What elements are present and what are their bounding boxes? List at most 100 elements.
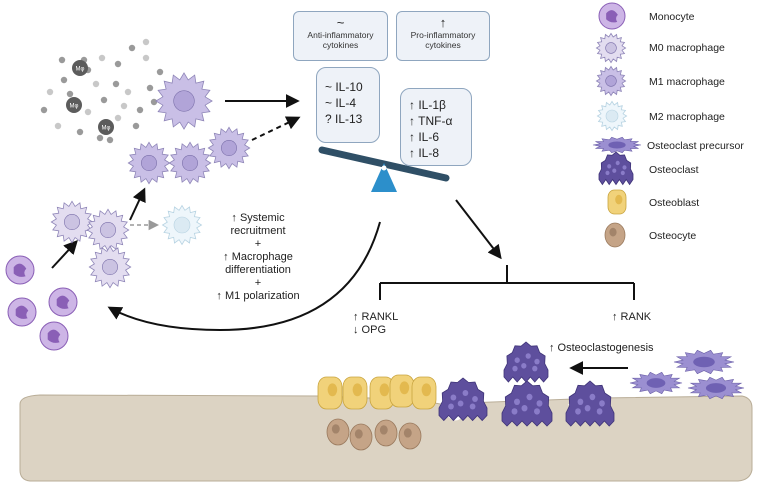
osteoblast	[389, 374, 415, 408]
pro-cytokine-item: ↑ IL-1β	[409, 98, 446, 112]
monocyte-icon	[598, 2, 626, 30]
particle	[66, 90, 74, 98]
particle	[106, 136, 114, 144]
osteoclast	[565, 380, 615, 427]
particle	[58, 56, 66, 64]
rankl-label: ↑ RANKL	[353, 311, 399, 323]
circulating-monocyte: Mφ	[98, 119, 114, 135]
pro-cytokine-item: ↑ IL-6	[409, 130, 440, 144]
legend-label-osteoblast: Osteoblast	[649, 197, 700, 209]
m0-macrophage	[50, 200, 94, 244]
circulating-monocyte: Mφ	[66, 97, 82, 113]
m1-macrophage-icon	[595, 65, 627, 97]
anti-symbol: ~	[336, 15, 345, 30]
effect-line: ↑ Systemic	[231, 212, 285, 224]
particle	[40, 106, 48, 114]
osteoblast	[411, 376, 437, 410]
osteoclast-icon	[598, 151, 634, 186]
legend-label-m2: M2 macrophage	[649, 111, 725, 123]
monocyte-symbol: Mφ	[70, 104, 79, 110]
monocyte-symbol: Mφ	[76, 67, 85, 73]
anti-cytokine-item: ~ IL-4	[325, 96, 357, 110]
osteoclast-precursor	[687, 376, 745, 400]
arrow-to-bone-effects	[455, 199, 502, 260]
effect-plus: +	[254, 277, 262, 289]
particle	[112, 80, 120, 88]
legend-label-m0: M0 macrophage	[649, 42, 725, 54]
anti-cytokine-item: ? IL-13	[325, 112, 363, 126]
m1-macrophage	[207, 126, 251, 170]
particle	[146, 84, 154, 92]
m1-macrophage	[155, 72, 213, 130]
m0-macrophage	[86, 208, 130, 252]
osteocyte	[398, 422, 422, 450]
effect-plus: +	[254, 238, 262, 250]
anti-inflammatory-box: ~ Anti-inflammatory cytokines	[293, 11, 388, 61]
particle	[96, 134, 104, 142]
anti-cytokine-item: ~ IL-10	[325, 80, 363, 94]
particle	[120, 102, 128, 110]
pro-cytokine-list: ↑ IL-1β ↑ TNF-α ↑ IL-6 ↑ IL-8	[400, 88, 472, 166]
effect-line: differentiation	[225, 264, 291, 276]
osteocyte-icon	[604, 222, 626, 248]
particle	[100, 96, 108, 104]
arrow-m1-to-cytokines-dashed	[251, 116, 301, 141]
osteoblast-icon	[607, 189, 627, 215]
monocyte	[39, 321, 69, 351]
osteocyte	[374, 419, 398, 447]
circulating-monocyte: Mφ	[72, 60, 88, 76]
arrow-m0-to-m1	[129, 187, 146, 221]
legend-label-osteoclast: Osteoclast	[649, 164, 699, 176]
effect-line: ↑ M1 polarization	[216, 290, 300, 302]
effect-line: recruitment	[230, 225, 286, 237]
particle	[142, 38, 150, 46]
particle	[84, 108, 92, 116]
osteocyte	[326, 418, 350, 446]
pro-symbol: ↑	[439, 15, 447, 30]
rankl-opg-text: ↑ RANKL ↓ OPG	[353, 311, 398, 337]
pro-inflammatory-box: ↑ Pro-inflammatory cytokines	[396, 11, 490, 61]
osteoclast-precursor-icon	[592, 136, 642, 154]
osteocyte	[349, 423, 373, 451]
cells	[5, 72, 745, 451]
particle	[76, 128, 84, 136]
particle	[46, 88, 54, 96]
osteoclast	[501, 380, 553, 427]
particle	[136, 106, 144, 114]
monocyte	[5, 255, 35, 285]
monocyte	[48, 287, 78, 317]
osteoblast	[317, 376, 343, 410]
particle	[114, 114, 122, 122]
particle	[150, 98, 158, 106]
legend-icons	[592, 2, 642, 248]
osteoclast	[438, 377, 488, 422]
arrow-monocyte-to-m0	[51, 239, 78, 269]
particle	[128, 44, 136, 52]
particle	[132, 122, 140, 130]
particle	[142, 54, 150, 62]
m0-macrophage-icon	[595, 32, 627, 64]
anti-cytokine-list: ~ IL-10 ~ IL-4 ? IL-13	[316, 67, 380, 143]
pro-label: Pro-inflammatory cytokines	[410, 30, 476, 50]
osteoblast	[342, 376, 368, 410]
pro-cytokine-item: ↑ IL-8	[409, 146, 440, 160]
seesaw	[318, 146, 450, 192]
arrow-feedback-curve	[107, 221, 381, 332]
monocyte-symbol: Mφ	[102, 126, 111, 132]
particle	[114, 60, 122, 68]
osteoclastogenesis-text: ↑ Osteoclastogenesis	[549, 342, 654, 354]
m1-macrophage	[168, 141, 212, 185]
particle	[60, 76, 68, 84]
legend-label-m1: M1 macrophage	[649, 76, 725, 88]
osteoclast-precursor	[629, 371, 683, 395]
particle	[124, 88, 132, 96]
particle	[54, 122, 62, 130]
particle	[156, 68, 164, 76]
osteoclast-precursor	[673, 349, 735, 375]
m0-macrophage	[88, 245, 132, 289]
circulating-particles	[40, 38, 164, 144]
effect-line: ↑ Macrophage	[223, 251, 293, 263]
legend-label-osteocyte: Osteocyte	[649, 230, 697, 242]
anti-label: Anti-inflammatory cytokines	[307, 30, 374, 50]
